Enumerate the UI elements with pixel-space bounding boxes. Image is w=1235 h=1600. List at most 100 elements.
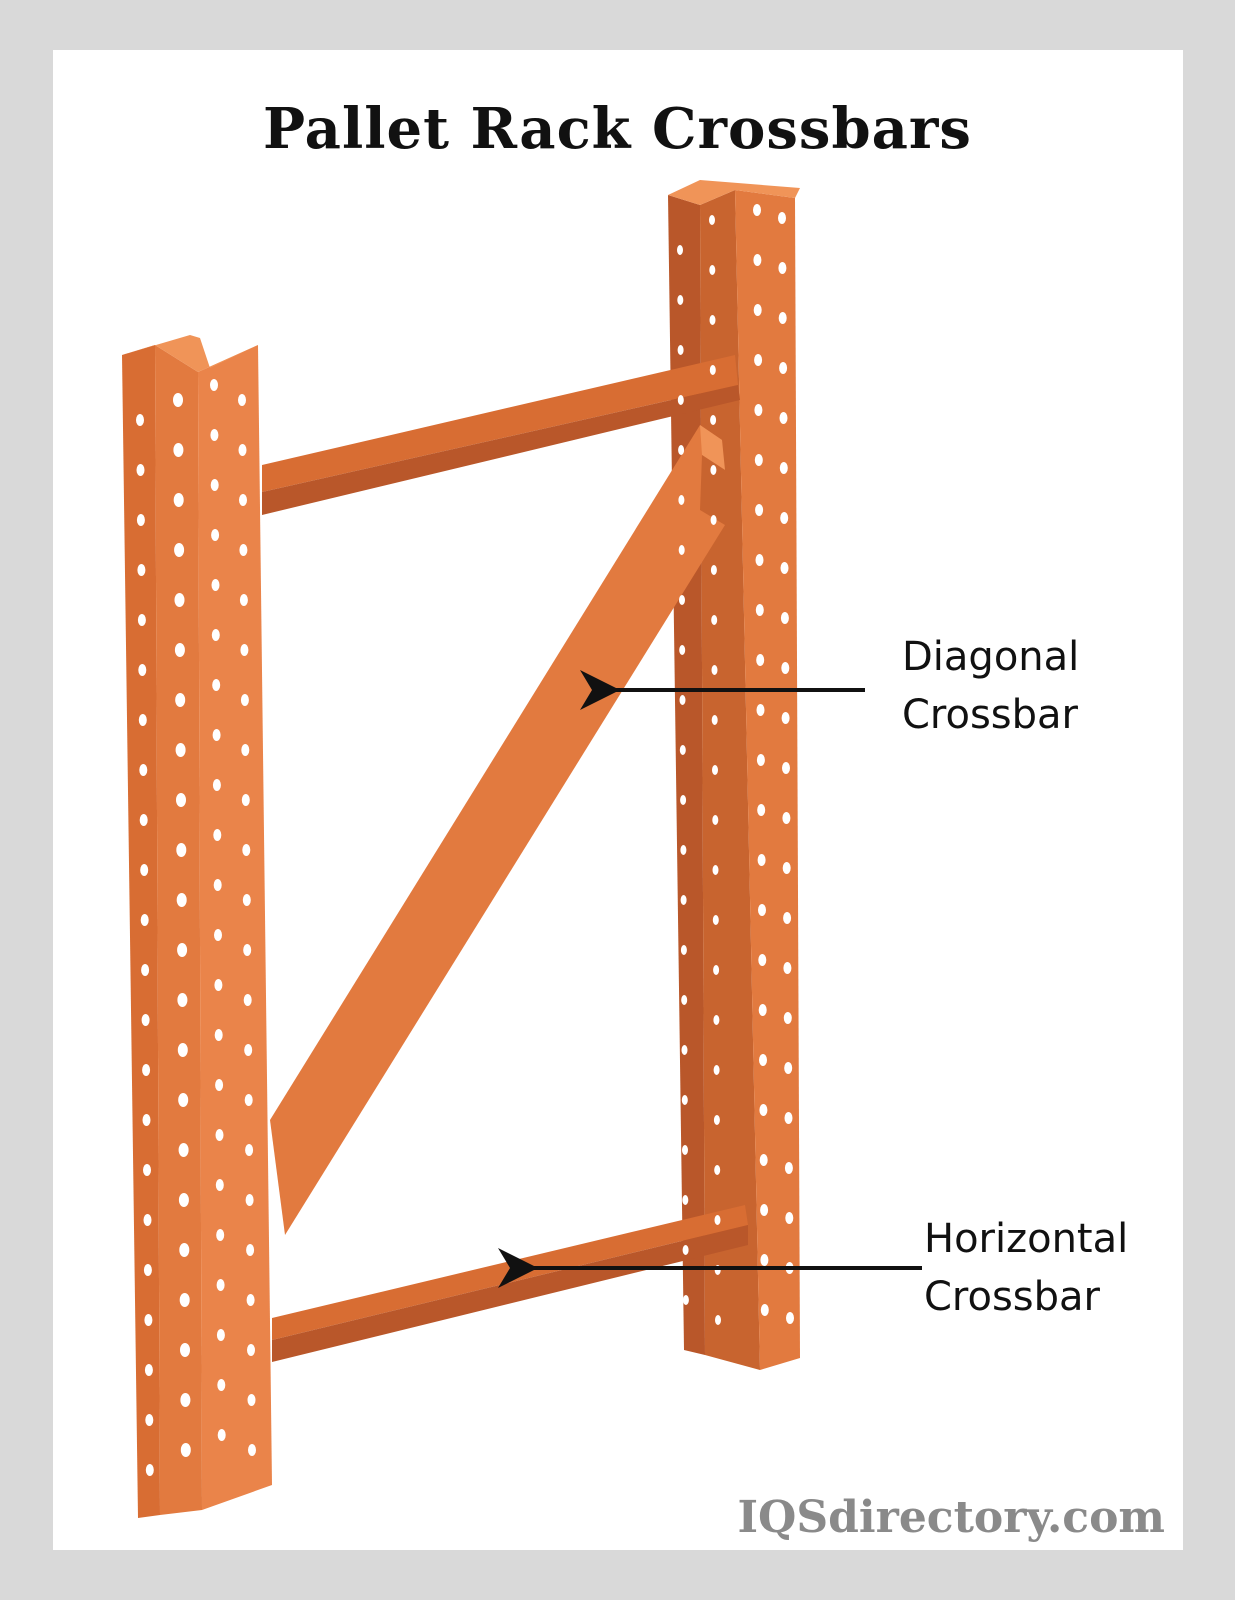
rack-hole [681,995,688,1005]
rack-hole [712,815,719,825]
rack-hole [680,795,687,805]
rack-hole [711,715,718,725]
rack-hole [677,395,684,405]
rack-hole [212,679,221,691]
rack-hole [136,414,144,426]
rack-hole [179,1243,190,1257]
rack-hole [759,1054,767,1066]
rack-hole [677,295,684,305]
rack-hole [677,345,684,355]
rack-hole [216,1229,225,1241]
rack-hole [212,779,221,791]
rack-hole [245,1144,254,1156]
rack-hole [678,495,685,505]
rack-hole [174,593,185,607]
rack-hole [247,1394,256,1406]
rack-hole [139,814,148,826]
rack-hole [680,945,687,955]
rack-hole [138,714,147,726]
rack-hole [247,1344,255,1356]
rack-hole [177,993,188,1007]
rack-hole [144,1314,153,1326]
rack-hole [139,764,148,776]
rack-hole [141,1014,150,1026]
horizontal-crossbar-label: Horizontal Crossbar [924,1210,1128,1326]
rack-hole [756,704,765,716]
rack-hole [145,1464,154,1476]
rack-hole [710,565,717,575]
rack-hole [779,412,788,424]
rack-hole [710,465,717,475]
rack-hole [785,1212,794,1224]
rack-hole [756,654,765,666]
rack-hole [210,379,218,391]
bottom-horizontal-crossbar [272,1205,748,1362]
rack-hole [759,1104,768,1116]
rack-hole [709,265,716,275]
rack-hole [710,415,717,425]
rack-hole [755,554,764,566]
rack-hole [214,1029,223,1041]
rack-hole [680,895,687,905]
rack-hole [778,262,787,274]
rack-hole [245,1194,254,1206]
diagonal-label-line2: Crossbar [902,692,1078,738]
rack-hole [760,1204,769,1216]
rack-hole [180,1393,191,1407]
diagonal-label-line1: Diagonal [902,634,1080,680]
rack-hole [241,794,250,806]
rack-hole [210,479,219,491]
rack-hole [176,893,187,907]
rack-hole [239,494,247,506]
rack-hole [713,965,720,975]
rack-hole [780,562,789,574]
rack-hole [781,712,790,724]
rack-hole [240,694,249,706]
rack-hole [714,1215,721,1225]
rack-hole [758,954,767,966]
rack-hole [137,564,146,576]
rack-hole [216,1329,225,1341]
rack-hole [758,1004,767,1016]
rack-hole [715,1315,721,1325]
page-title: Pallet Rack Crossbars [263,96,972,162]
rack-hole [173,493,184,507]
rack-hole [238,444,247,456]
rack-hole [711,665,718,675]
rack-hole [679,745,686,755]
rack-hole [778,312,787,324]
rack-hole [782,812,791,824]
rack-hole [180,1343,190,1357]
rack-hole [140,914,149,926]
rack-hole [144,1364,153,1376]
rack-hole [757,854,766,866]
rack-hole [178,1193,189,1207]
rack-hole [174,543,185,557]
rack-hole [178,1093,189,1107]
rack-hole [178,1143,189,1157]
rack-hole [710,515,717,525]
rack-hole [214,929,222,941]
rack-hole [682,1245,689,1255]
rack-hole [211,629,220,641]
rack-hole [681,1045,688,1055]
rack-hole [754,454,763,466]
rack-hole [677,245,683,255]
rack-hole [782,862,791,874]
rack-hole [180,1443,191,1457]
rack-hole [138,664,147,676]
rack-hole [244,1044,253,1056]
rack-hole [681,1095,688,1105]
rack-hole [240,644,249,656]
horizontal-label-line1: Horizontal [924,1216,1129,1262]
rack-hole [141,964,150,976]
rack-hole [143,1264,152,1276]
rack-hole [215,1179,224,1191]
rack-hole [173,393,183,407]
rack-hole [753,204,761,216]
rack-hole [213,879,222,891]
rack-hole [784,1112,793,1124]
rack-hole [177,943,188,957]
rack-hole [753,304,762,316]
rack-hole [242,894,251,906]
